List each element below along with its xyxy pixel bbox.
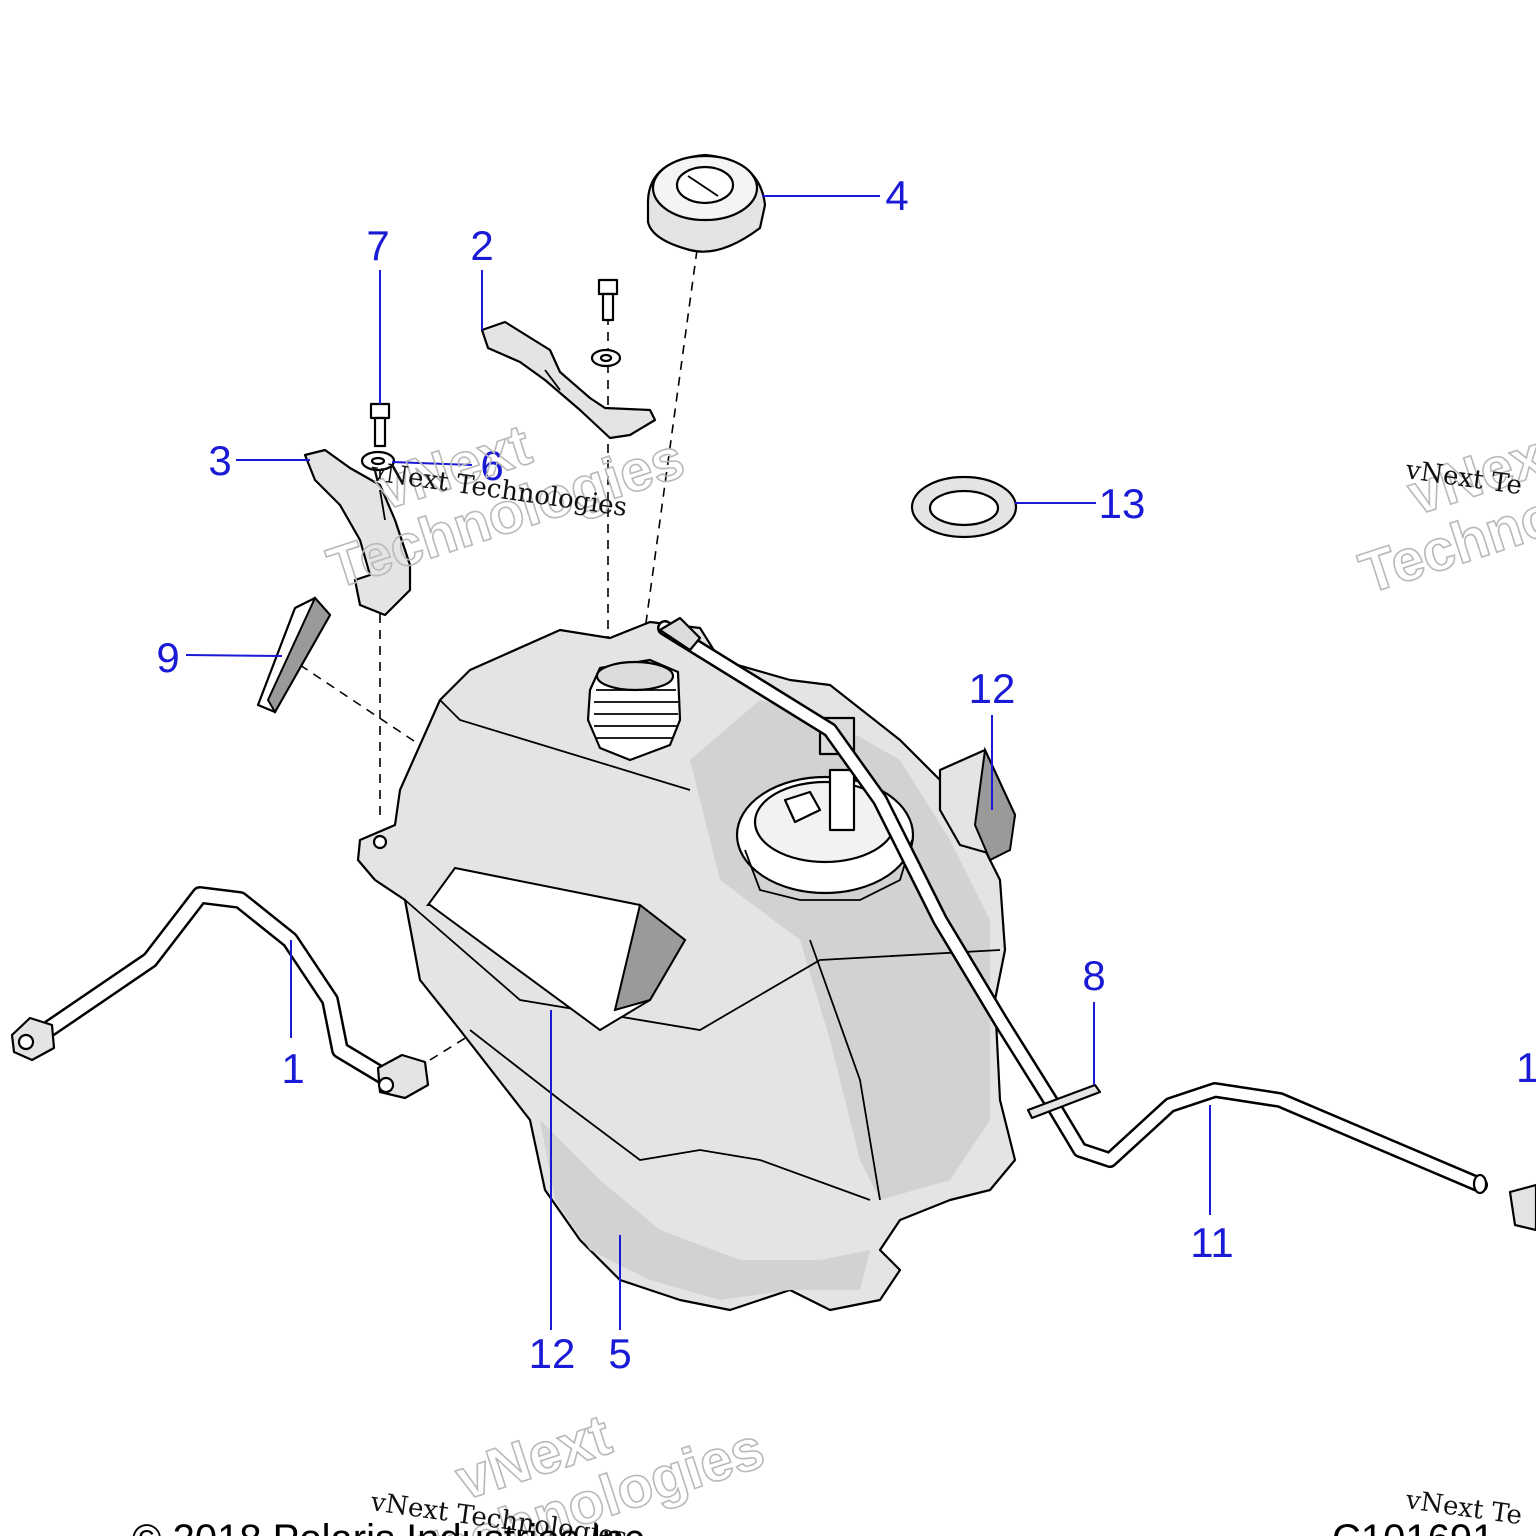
fuel-tank-part <box>356 620 1017 1312</box>
washer-part <box>360 348 622 472</box>
callout-3: 3 <box>208 437 231 484</box>
callout-leaders <box>185 195 1211 1330</box>
vent-hose-part <box>657 616 1488 1195</box>
callout-9: 9 <box>156 634 179 681</box>
callout-2: 2 <box>470 222 493 269</box>
callout-4: 4 <box>885 172 908 219</box>
bolt-part <box>369 278 619 448</box>
footer: © 2018 Polaris Industries Inc. C101691 <box>132 1517 1494 1536</box>
upper-bracket-part <box>480 320 657 440</box>
callout-5: 5 <box>608 1330 631 1377</box>
callout-labels: 4 7 2 3 6 9 13 12 8 1 11 12 5 1 <box>156 172 1536 1377</box>
callout-8: 8 <box>1082 952 1105 999</box>
edge-fitting-part <box>1508 1183 1536 1232</box>
hose-clip-part <box>1026 1083 1102 1120</box>
callout-edge: 1 <box>1516 1044 1536 1091</box>
callout-12-lower: 12 <box>529 1330 576 1377</box>
callout-13: 13 <box>1099 480 1146 527</box>
fuel-cap-part <box>646 153 767 253</box>
drawing-id: C101691 <box>1332 1517 1494 1536</box>
seal-ring-part <box>910 475 1018 539</box>
callout-7: 7 <box>366 222 389 269</box>
lower-bracket-part <box>303 448 412 617</box>
callout-1: 1 <box>281 1045 304 1092</box>
callout-12-upper: 12 <box>969 665 1016 712</box>
fuel-line-part <box>10 886 430 1100</box>
callout-6: 6 <box>480 442 503 489</box>
copyright-text: © 2018 Polaris Industries Inc. <box>132 1517 655 1536</box>
callout-11: 11 <box>1190 1219 1234 1266</box>
pad-part <box>256 596 332 715</box>
